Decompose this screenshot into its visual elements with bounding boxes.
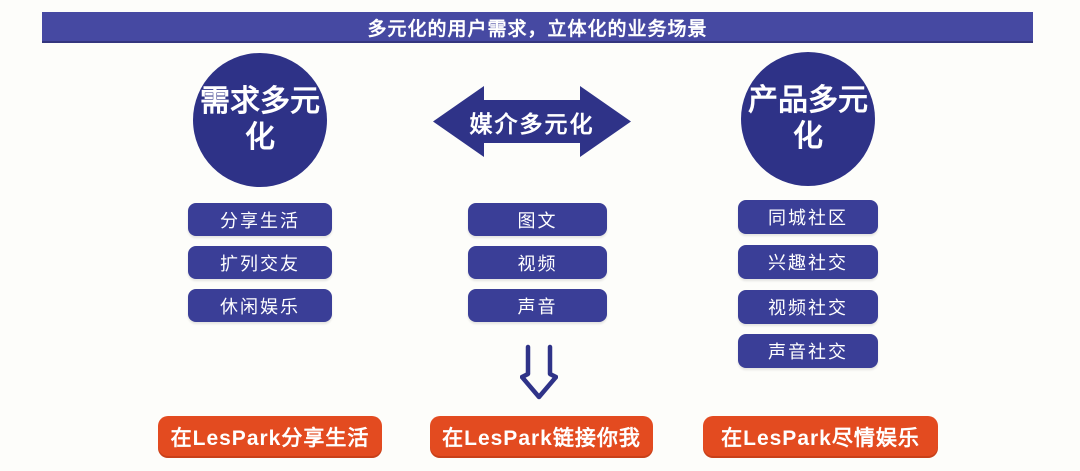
product-diversification-circle: 产品多元化 bbox=[741, 52, 875, 186]
node-label: 分享生活 bbox=[220, 210, 300, 231]
demand-diversification-circle: 需求多元化 bbox=[193, 53, 327, 187]
node-label: 声音社交 bbox=[768, 342, 848, 362]
node-label: 图文 bbox=[517, 210, 558, 231]
media-item-video: 视频 bbox=[468, 246, 607, 279]
cta-have-fun-on-lespark: 在LesPark尽情娱乐 bbox=[703, 416, 938, 458]
node-label: 视频社交 bbox=[768, 298, 848, 318]
cta-connect-on-lespark: 在LesPark链接你我 bbox=[430, 416, 653, 458]
page-title: 多元化的用户需求，立体化的业务场景 bbox=[367, 19, 708, 40]
media-item-audio: 声音 bbox=[468, 289, 607, 322]
cta-share-life-on-lespark: 在LesPark分享生活 bbox=[158, 416, 382, 458]
media-diversification-arrow: 媒介多元化 bbox=[432, 84, 632, 159]
demand-item-make-friends: 扩列交友 bbox=[188, 246, 332, 279]
down-arrow-icon bbox=[519, 344, 559, 400]
cta-label: 在LesPark分享生活 bbox=[170, 427, 370, 450]
demand-item-share-life: 分享生活 bbox=[188, 203, 332, 236]
media-item-image-text: 图文 bbox=[468, 203, 607, 236]
cta-label: 在LesPark链接你我 bbox=[442, 427, 641, 450]
node-label: 扩列交友 bbox=[220, 253, 300, 274]
node-label: 视频 bbox=[517, 253, 558, 274]
product-item-interest-social: 兴趣社交 bbox=[738, 245, 878, 279]
product-item-video-social: 视频社交 bbox=[738, 290, 878, 324]
demand-circle-label: 需求多元化 bbox=[200, 85, 320, 154]
double-headed-arrow-icon bbox=[433, 86, 631, 157]
header-banner: 多元化的用户需求，立体化的业务场景 bbox=[42, 12, 1033, 43]
cta-label: 在LesPark尽情娱乐 bbox=[721, 427, 920, 450]
node-label: 同城社区 bbox=[768, 208, 848, 228]
node-label: 兴趣社交 bbox=[768, 253, 848, 273]
product-circle-label: 产品多元化 bbox=[748, 84, 868, 153]
product-item-city-community: 同城社区 bbox=[738, 200, 878, 234]
product-item-audio-social: 声音社交 bbox=[738, 334, 878, 368]
node-label: 休闲娱乐 bbox=[220, 296, 300, 317]
media-arrow-label: 媒介多元化 bbox=[469, 110, 595, 137]
node-label: 声音 bbox=[517, 296, 558, 317]
demand-item-leisure: 休闲娱乐 bbox=[188, 289, 332, 322]
